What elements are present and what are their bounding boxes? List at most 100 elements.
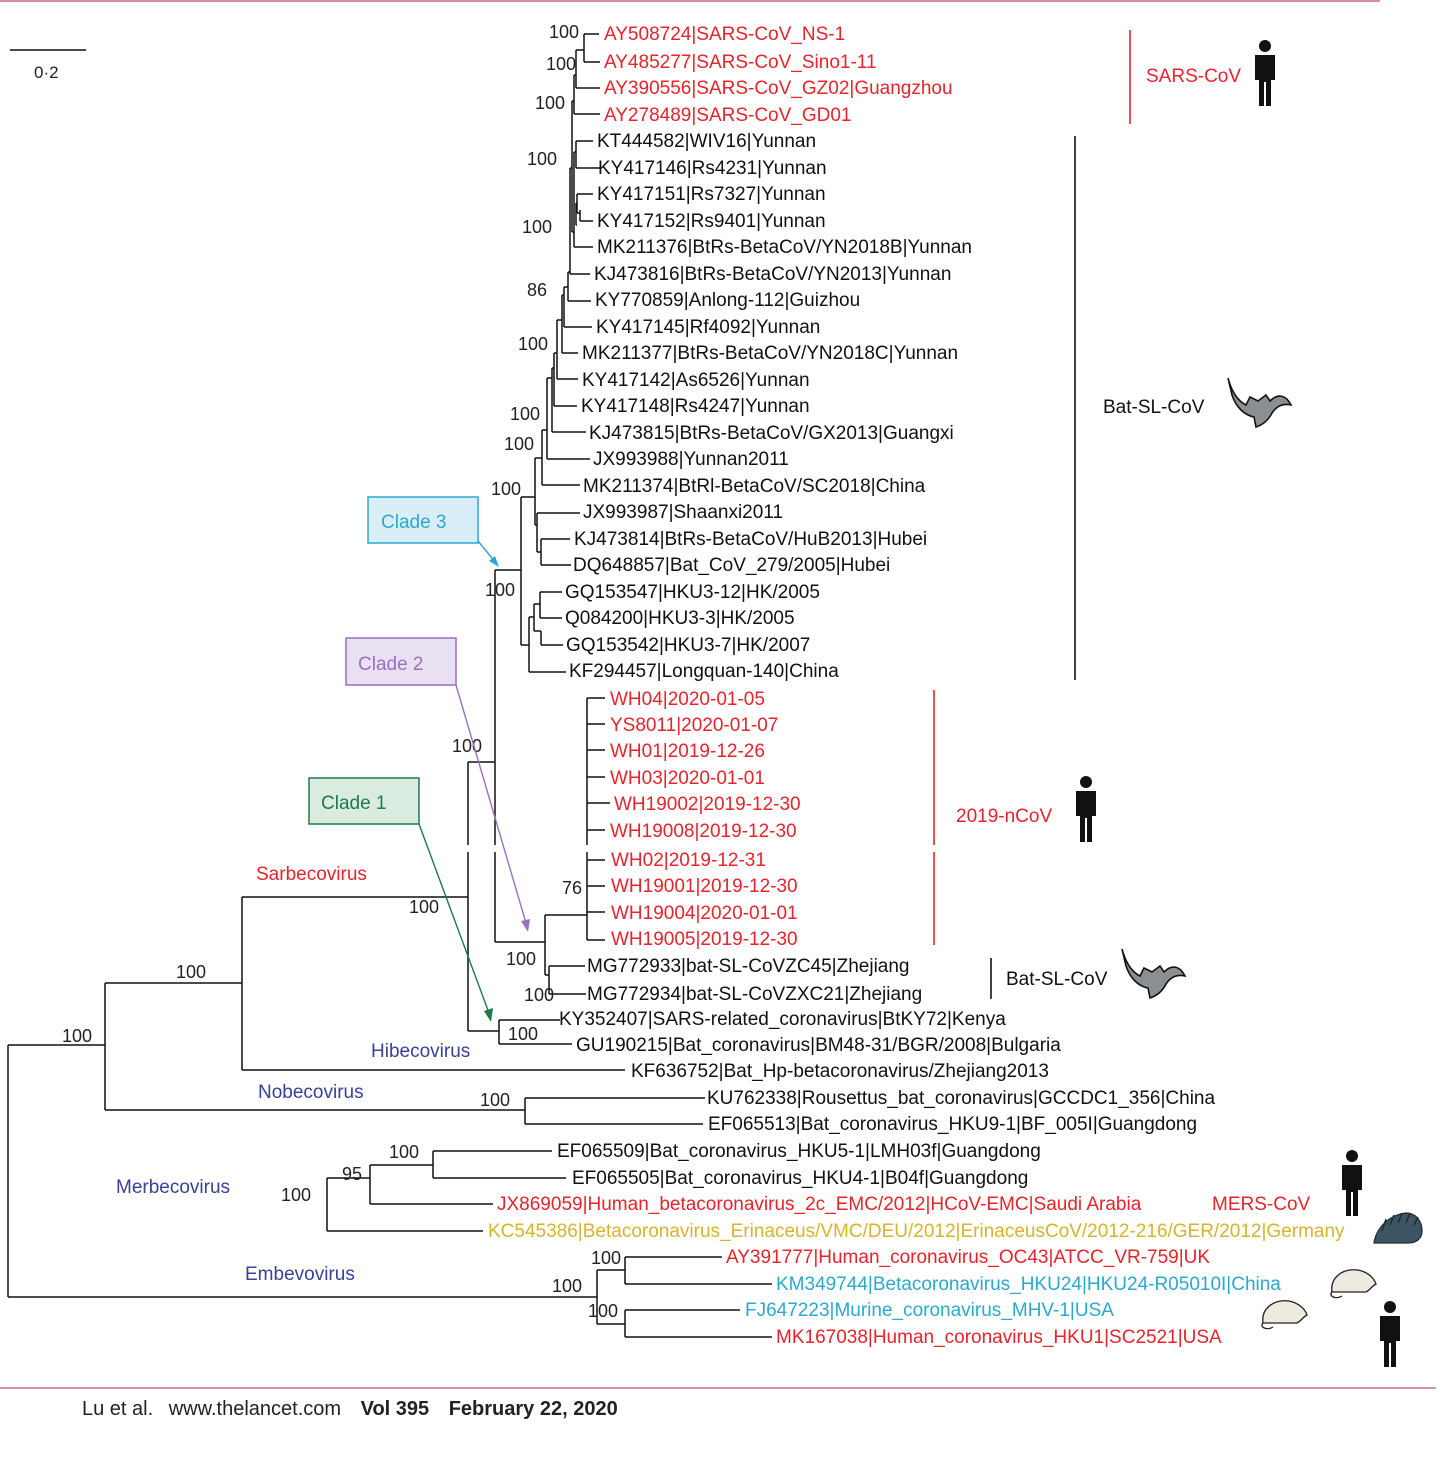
tip-label: KJ473815|BtRs-BetaCoV/GX2013|Guangxi xyxy=(589,423,954,444)
support-value: 100 xyxy=(506,949,536,969)
tip-label: GU190215|Bat_coronavirus|BM48-31/BGR/200… xyxy=(576,1035,1061,1056)
tree-branches xyxy=(7,33,772,1338)
ncov-label: 2019-nCoV xyxy=(956,806,1052,827)
tip-label: WH19005|2019-12-30 xyxy=(611,929,798,950)
tip-label: KT444582|WIV16|Yunnan xyxy=(597,131,816,152)
support-value: 100 xyxy=(522,217,552,237)
bat-icon xyxy=(1227,377,1293,429)
tip-label: KJ473816|BtRs-BetaCoV/YN2013|Yunnan xyxy=(594,264,951,285)
support-value: 100 xyxy=(389,1142,419,1162)
tip-label: GQ153542|HKU3-7|HK/2007 xyxy=(566,635,810,656)
clade-1-annotation: Clade 1 xyxy=(308,777,493,1022)
tip-label: WH01|2019-12-26 xyxy=(610,741,765,762)
tip-label: KY417151|Rs7327|Yunnan xyxy=(597,184,826,205)
tip-label: EF065513|Bat_coronavirus_HKU9-1|BF_005I|… xyxy=(708,1114,1197,1135)
mouse-icon xyxy=(1261,1300,1308,1330)
footer-date: February 22, 2020 xyxy=(448,1398,618,1420)
tip-label: KM349744|Betacoronavirus_HKU24|HKU24-R05… xyxy=(776,1274,1281,1295)
support-value: 100 xyxy=(549,22,579,42)
tip-label: MK211374|BtRl-BetaCoV/SC2018|China xyxy=(583,476,926,497)
support-value: 95 xyxy=(342,1164,362,1184)
group-brackets: SARS-CoV Bat-SL-CoV 2019-nCoV Bat-SL-CoV… xyxy=(933,30,1311,1215)
tip-label: WH02|2019-12-31 xyxy=(611,850,766,871)
support-value: 100 xyxy=(176,962,206,982)
genus-label-merbecovirus: Merbecovirus xyxy=(116,1177,230,1198)
genus-label-sarbecovirus: Sarbecovirus xyxy=(256,864,367,885)
tip-label: MK211376|BtRs-BetaCoV/YN2018B|Yunnan xyxy=(597,237,972,258)
support-value: 100 xyxy=(504,434,534,454)
tip-label: KF636752|Bat_Hp-betacoronavirus/Zhejiang… xyxy=(631,1061,1049,1082)
tip-label: KY417152|Rs9401|Yunnan xyxy=(597,211,826,232)
clade-3-label: Clade 3 xyxy=(381,512,447,533)
support-value: 100 xyxy=(480,1090,510,1110)
tip-labels: AY508724|SARS-CoV_NS-1 AY485277|SARS-CoV… xyxy=(488,24,1345,1348)
tip-label: WH04|2020-01-05 xyxy=(610,689,765,710)
tip-label: KY417146|Rs4231|Yunnan xyxy=(598,158,827,179)
support-value: 100 xyxy=(62,1026,92,1046)
support-value: 100 xyxy=(518,334,548,354)
tip-label: WH19001|2019-12-30 xyxy=(611,876,798,897)
genus-label-nobecovirus: Nobecovirus xyxy=(258,1082,364,1103)
tip-label: KU762338|Rousettus_bat_coronavirus|GCCDC… xyxy=(707,1088,1215,1109)
tip-label: JX993988|Yunnan2011 xyxy=(593,449,789,470)
genus-label-embevovirus: Embevovirus xyxy=(245,1264,355,1285)
clade-3-arrowhead xyxy=(489,556,499,567)
human-icon xyxy=(1380,1301,1400,1367)
clade-3-annotation: Clade 3 xyxy=(367,496,499,567)
support-value: 76 xyxy=(562,878,582,898)
tip-label: AY390556|SARS-CoV_GZ02|Guangzhou xyxy=(604,78,953,99)
human-icon xyxy=(1076,776,1096,842)
support-value: 100 xyxy=(409,897,439,917)
footer-url[interactable]: www.thelancet.com xyxy=(168,1398,342,1420)
genus-labels: Sarbecovirus Hibecovirus Nobecovirus Mer… xyxy=(116,864,470,1285)
tip-label: KY352407|SARS-related_coronavirus|BtKY72… xyxy=(559,1009,1006,1030)
clade-2-label: Clade 2 xyxy=(358,654,424,675)
tip-label: WH19008|2019-12-30 xyxy=(610,821,797,842)
clade-2-box xyxy=(345,637,457,686)
clade-1-arrowhead xyxy=(484,1008,493,1022)
tip-label: KF294457|Longquan-140|China xyxy=(569,661,839,682)
sars-cov-label: SARS-CoV xyxy=(1146,66,1241,87)
support-value: 100 xyxy=(591,1248,621,1268)
tip-label: KY770859|Anlong-112|Guizhou xyxy=(595,290,860,311)
bat-icon xyxy=(1121,948,1187,1000)
clade-2-annotation: Clade 2 xyxy=(345,637,530,932)
bat-sl-cov-label: Bat-SL-CoV xyxy=(1103,397,1205,418)
tip-label: MG772933|bat-SL-CoVZC45|Zhejiang xyxy=(587,956,910,977)
support-value: 100 xyxy=(524,985,554,1005)
tip-label: KC545386|Betacoronavirus_Erinaceus/VMC/D… xyxy=(488,1221,1345,1242)
support-value: 100 xyxy=(281,1185,311,1205)
tip-label: EF065505|Bat_coronavirus_HKU4-1|B04f|Gua… xyxy=(572,1168,1028,1189)
citation-footer: Lu et al. www.thelancet.com Vol 395 Febr… xyxy=(82,1398,618,1421)
tip-label: KY417148|Rs4247|Yunnan xyxy=(581,396,810,417)
tip-label: WH03|2020-01-01 xyxy=(610,768,765,789)
clade-1-box xyxy=(308,777,420,825)
support-values: 100 100 100 100 100 86 100 100 100 100 1… xyxy=(62,22,621,1321)
support-value: 100 xyxy=(510,404,540,424)
rat-icon xyxy=(1330,1269,1377,1299)
tip-label: KY417142|As6526|Yunnan xyxy=(582,370,810,391)
scale-bar-label: 0·2 xyxy=(34,63,59,82)
tip-label: AY485277|SARS-CoV_Sino1-11 xyxy=(604,52,877,73)
support-value: 100 xyxy=(491,479,521,499)
tip-label: AY508724|SARS-CoV_NS-1 xyxy=(604,24,845,45)
support-value: 100 xyxy=(527,149,557,169)
clade-1-label: Clade 1 xyxy=(321,793,387,814)
clade-2-arrow xyxy=(455,684,527,924)
hedgehog-icon xyxy=(1373,1212,1423,1244)
footer-authors: Lu et al. xyxy=(82,1398,154,1420)
tip-label: AY391777|Human_coronavirus_OC43|ATCC_VR-… xyxy=(726,1247,1210,1268)
tip-label: EF065509|Bat_coronavirus_HKU5-1|LMH03f|G… xyxy=(557,1141,1041,1162)
tip-label: FJ647223|Murine_coronavirus_MHV-1|USA xyxy=(745,1300,1114,1321)
clade-1-arrow xyxy=(418,823,490,1014)
support-value: 100 xyxy=(485,580,515,600)
support-value: 100 xyxy=(535,93,565,113)
tip-label: DQ648857|Bat_CoV_279/2005|Hubei xyxy=(573,555,890,576)
tip-label: KY417145|Rf4092|Yunnan xyxy=(596,317,820,338)
zhejiang-bat-label: Bat-SL-CoV xyxy=(1006,969,1108,990)
genus-label-hibecovirus: Hibecovirus xyxy=(371,1041,470,1062)
tip-label: GQ153547|HKU3-12|HK/2005 xyxy=(565,582,820,603)
support-value: 100 xyxy=(552,1276,582,1296)
tip-label: WH19004|2020-01-01 xyxy=(611,903,798,924)
